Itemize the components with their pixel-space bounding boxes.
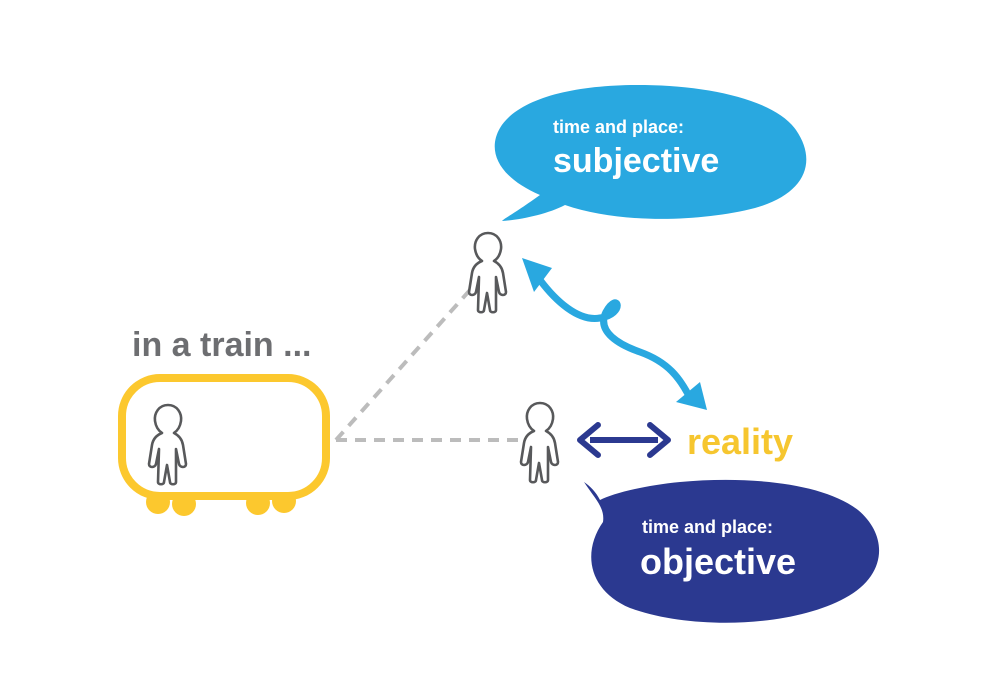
subjective-speech-bubble: time and place: subjective [494,84,807,221]
speech-bubble-icon [584,479,880,623]
person-icon [519,401,560,484]
double-arrow-icon [577,422,671,458]
reality-label: reality [687,421,793,462]
subjective-label: subjective [553,142,719,180]
subjective-caption: time and place: [553,117,684,137]
person-icon [467,231,508,314]
objective-label: objective [640,541,796,582]
objective-speech-bubble: time and place: objective [584,479,880,623]
wavy-arrow-icon [522,258,707,410]
speech-bubble-icon [494,84,807,221]
objective-caption: time and place: [642,517,773,537]
train-label: in a train ... [132,326,311,364]
dashed-line-to-subjective-observer [334,288,472,442]
